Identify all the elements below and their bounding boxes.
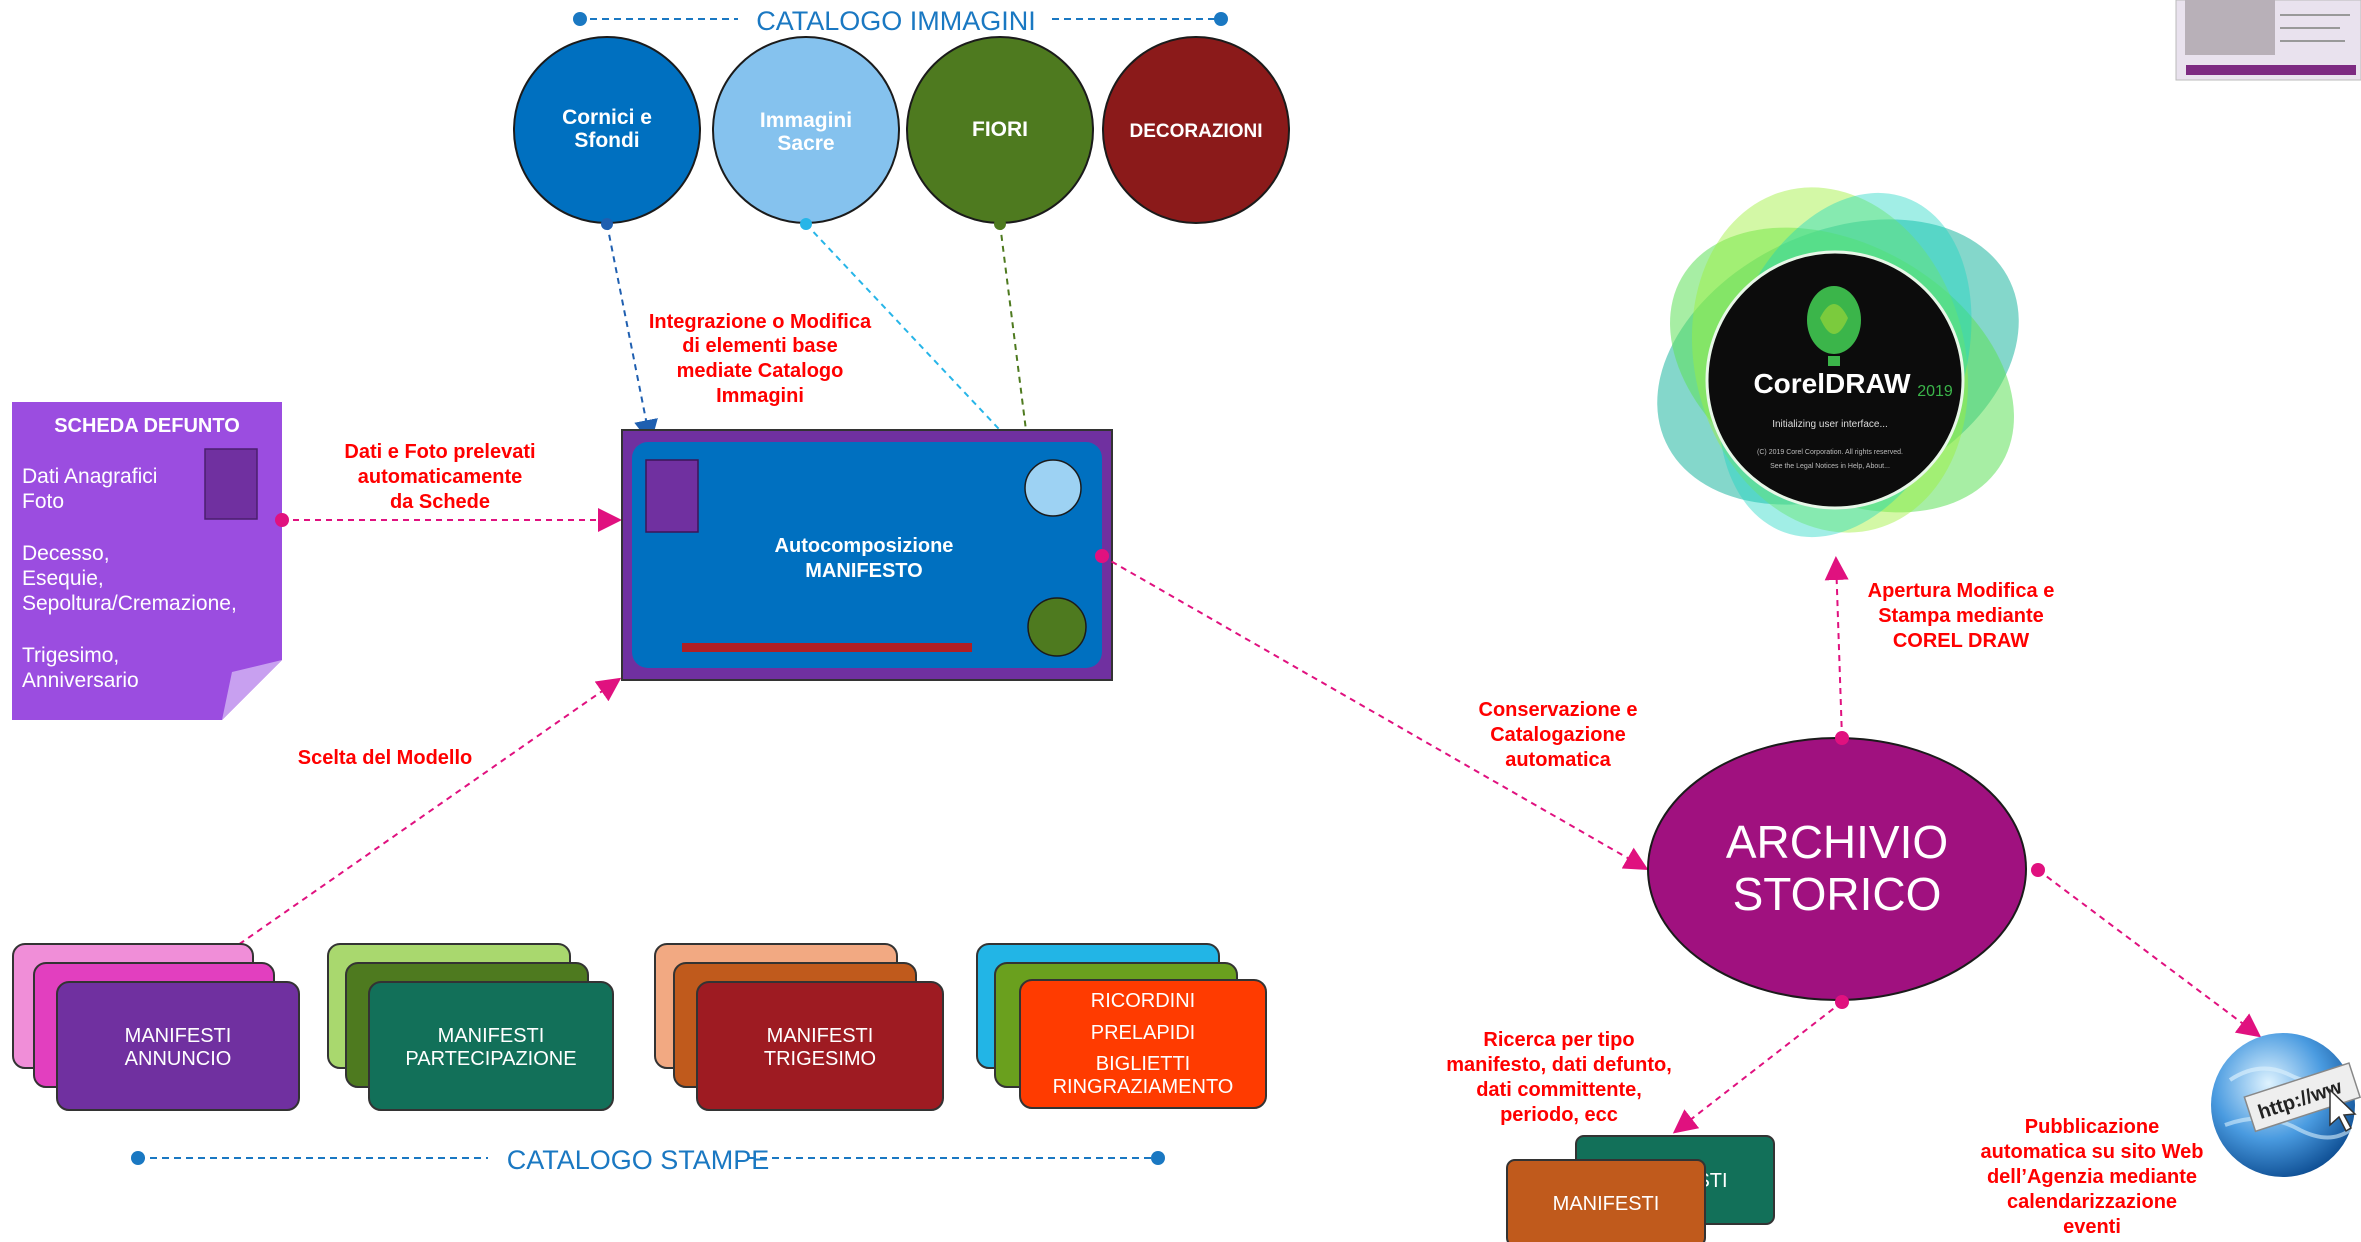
svg-text:Foto: Foto bbox=[22, 490, 64, 513]
svg-text:RINGRAZIAMENTO: RINGRAZIAMENTO bbox=[1053, 1076, 1234, 1098]
flower-slot bbox=[1027, 597, 1087, 657]
balloon-logo-icon bbox=[1807, 286, 1861, 366]
svg-text:automaticamente: automaticamente bbox=[358, 466, 523, 488]
svg-text:eventi: eventi bbox=[2063, 1216, 2121, 1238]
coreldraw-splash: CorelDRAW 2019 Initializing user interfa… bbox=[1657, 187, 2019, 538]
svg-text:Esequie,: Esequie, bbox=[22, 567, 104, 590]
catalog-stampe-footer: CATALOGO STAMPE bbox=[131, 1145, 1165, 1175]
dati-label: Dati e Foto prelevati automaticamente da… bbox=[344, 441, 535, 513]
catalog-stampe-title: CATALOGO STAMPE bbox=[507, 1145, 770, 1175]
image-circle-sacre[interactable]: Immagini Sacre bbox=[712, 36, 900, 224]
svg-text:Immagini: Immagini bbox=[760, 109, 852, 132]
pubblicazione-label: Pubblicazione automatica su sito Web del… bbox=[1980, 1116, 2203, 1238]
photo-slot bbox=[645, 459, 699, 533]
svg-text:RICORDINI: RICORDINI bbox=[1091, 990, 1195, 1012]
svg-text:Initializing user interface...: Initializing user interface... bbox=[1772, 419, 1888, 430]
svg-text:dati committente,: dati committente, bbox=[1476, 1079, 1642, 1101]
svg-text:Decesso,: Decesso, bbox=[22, 542, 110, 565]
svg-text:Ricerca per tipo: Ricerca per tipo bbox=[1483, 1029, 1634, 1051]
stack-ricordini[interactable]: RICORDINI PRELAPIDI BIGLIETTI RINGRAZIAM… bbox=[976, 943, 1267, 1109]
ricerca-label: Ricerca per tipo manifesto, dati defunto… bbox=[1446, 1029, 1672, 1126]
catalog-images-title: CATALOGO IMMAGINI bbox=[756, 6, 1036, 36]
archive-manifesti-stack[interactable]: STI MANIFESTI bbox=[1506, 1135, 1775, 1242]
svg-text:dell’Agenzia mediante: dell’Agenzia mediante bbox=[1987, 1166, 2197, 1188]
svg-text:Stampa mediante: Stampa mediante bbox=[1878, 605, 2044, 627]
svg-text:Sfondi: Sfondi bbox=[574, 129, 639, 152]
apertura-label: Apertura Modifica e Stampa mediante CORE… bbox=[1868, 580, 2055, 652]
svg-text:Catalogazione: Catalogazione bbox=[1490, 724, 1626, 746]
svg-text:automatica: automatica bbox=[1505, 749, 1611, 771]
image-slot bbox=[1024, 459, 1082, 517]
svg-text:MANIFESTI: MANIFESTI bbox=[767, 1025, 874, 1047]
svg-text:COREL DRAW: COREL DRAW bbox=[1893, 630, 2029, 652]
svg-text:MANIFESTI: MANIFESTI bbox=[438, 1025, 545, 1047]
integration-label: Integrazione o Modifica di elementi base… bbox=[649, 311, 872, 407]
svg-text:PRELAPIDI: PRELAPIDI bbox=[1091, 1022, 1195, 1044]
photo-placeholder bbox=[204, 448, 258, 520]
svg-text:Pubblicazione: Pubblicazione bbox=[2025, 1116, 2159, 1138]
svg-text:calendarizzazione: calendarizzazione bbox=[2007, 1191, 2177, 1213]
svg-text:Dati Anagrafici: Dati Anagrafici bbox=[22, 465, 157, 488]
image-circle-decorazioni[interactable]: DECORAZIONI bbox=[1102, 36, 1290, 224]
corel-brand: CorelDRAW bbox=[1753, 368, 1911, 399]
svg-text:Integrazione o Modifica: Integrazione o Modifica bbox=[649, 311, 872, 333]
catalog-images-header: CATALOGO IMMAGINI bbox=[573, 6, 1228, 36]
circle-connectors bbox=[601, 218, 1040, 466]
svg-text:DECORAZIONI: DECORAZIONI bbox=[1130, 121, 1263, 142]
autocomposizione-manifesto[interactable]: Autocomposizione MANIFESTO bbox=[621, 429, 1113, 681]
svg-text:periodo, ecc: periodo, ecc bbox=[1500, 1104, 1618, 1126]
screenshot-thumbnail bbox=[2175, 0, 2361, 81]
decoration-bar bbox=[682, 643, 972, 652]
svg-text:Immagini: Immagini bbox=[716, 385, 804, 407]
svg-text:PARTECIPAZIONE: PARTECIPAZIONE bbox=[405, 1048, 576, 1070]
stack-partecipazione[interactable]: MANIFESTI PARTECIPAZIONE bbox=[327, 943, 614, 1111]
cursor-icon bbox=[2329, 1088, 2357, 1133]
svg-text:manifesto, dati defunto,: manifesto, dati defunto, bbox=[1446, 1054, 1672, 1076]
svg-text:MANIFESTI: MANIFESTI bbox=[1553, 1193, 1660, 1215]
svg-text:FIORI: FIORI bbox=[972, 118, 1028, 141]
svg-text:ARCHIVIO: ARCHIVIO bbox=[1726, 816, 1948, 868]
svg-text:Anniversario: Anniversario bbox=[22, 669, 139, 692]
svg-text:MANIFESTI: MANIFESTI bbox=[125, 1025, 232, 1047]
web-globe-icon: http://ww bbox=[2211, 1033, 2361, 1177]
svg-text:di elementi base: di elementi base bbox=[682, 335, 838, 357]
scheda-title: SCHEDA DEFUNTO bbox=[54, 415, 240, 437]
svg-text:BIGLIETTI: BIGLIETTI bbox=[1096, 1053, 1190, 1075]
svg-text:mediate Catalogo: mediate Catalogo bbox=[677, 360, 844, 382]
svg-text:ANNUNCIO: ANNUNCIO bbox=[125, 1048, 232, 1070]
svg-text:Autocomposizione: Autocomposizione bbox=[775, 535, 954, 557]
stack-trigesimo[interactable]: MANIFESTI TRIGESIMO bbox=[654, 943, 944, 1111]
svg-text:Conservazione e: Conservazione e bbox=[1479, 699, 1638, 721]
svg-text:See the Legal Notices in Help,: See the Legal Notices in Help, About... bbox=[1770, 463, 1890, 470]
stack-annuncio[interactable]: MANIFESTI ANNUNCIO bbox=[12, 943, 300, 1111]
svg-text:STORICO: STORICO bbox=[1733, 868, 1942, 920]
svg-text:MANIFESTO: MANIFESTO bbox=[805, 560, 922, 582]
corel-year: 2019 bbox=[1917, 383, 1953, 400]
svg-text:Apertura Modifica e: Apertura Modifica e bbox=[1868, 580, 2055, 602]
svg-text:da Schede: da Schede bbox=[390, 491, 490, 513]
archivio-storico[interactable]: ARCHIVIO STORICO bbox=[1647, 737, 2027, 1001]
svg-text:Cornici e: Cornici e bbox=[562, 106, 652, 129]
svg-text:TRIGESIMO: TRIGESIMO bbox=[764, 1048, 876, 1070]
conservazione-label: Conservazione e Catalogazione automatica bbox=[1479, 699, 1638, 771]
svg-text:Sepoltura/Cremazione,: Sepoltura/Cremazione, bbox=[22, 592, 237, 615]
scheda-defunto[interactable]: SCHEDA DEFUNTO Dati Anagrafici Foto Dece… bbox=[12, 402, 282, 720]
image-circle-fiori[interactable]: FIORI bbox=[906, 36, 1094, 224]
svg-text:Sacre: Sacre bbox=[777, 132, 834, 155]
scelta-label: Scelta del Modello bbox=[298, 747, 472, 769]
svg-text:(C) 2019 Corel Corporation. Al: (C) 2019 Corel Corporation. All rights r… bbox=[1757, 449, 1903, 456]
svg-text:Dati e Foto prelevati: Dati e Foto prelevati bbox=[344, 441, 535, 463]
svg-text:Trigesimo,: Trigesimo, bbox=[22, 644, 119, 667]
image-circle-cornici[interactable]: Cornici e Sfondi bbox=[513, 36, 701, 224]
svg-text:automatica su sito Web: automatica su sito Web bbox=[1980, 1141, 2203, 1163]
